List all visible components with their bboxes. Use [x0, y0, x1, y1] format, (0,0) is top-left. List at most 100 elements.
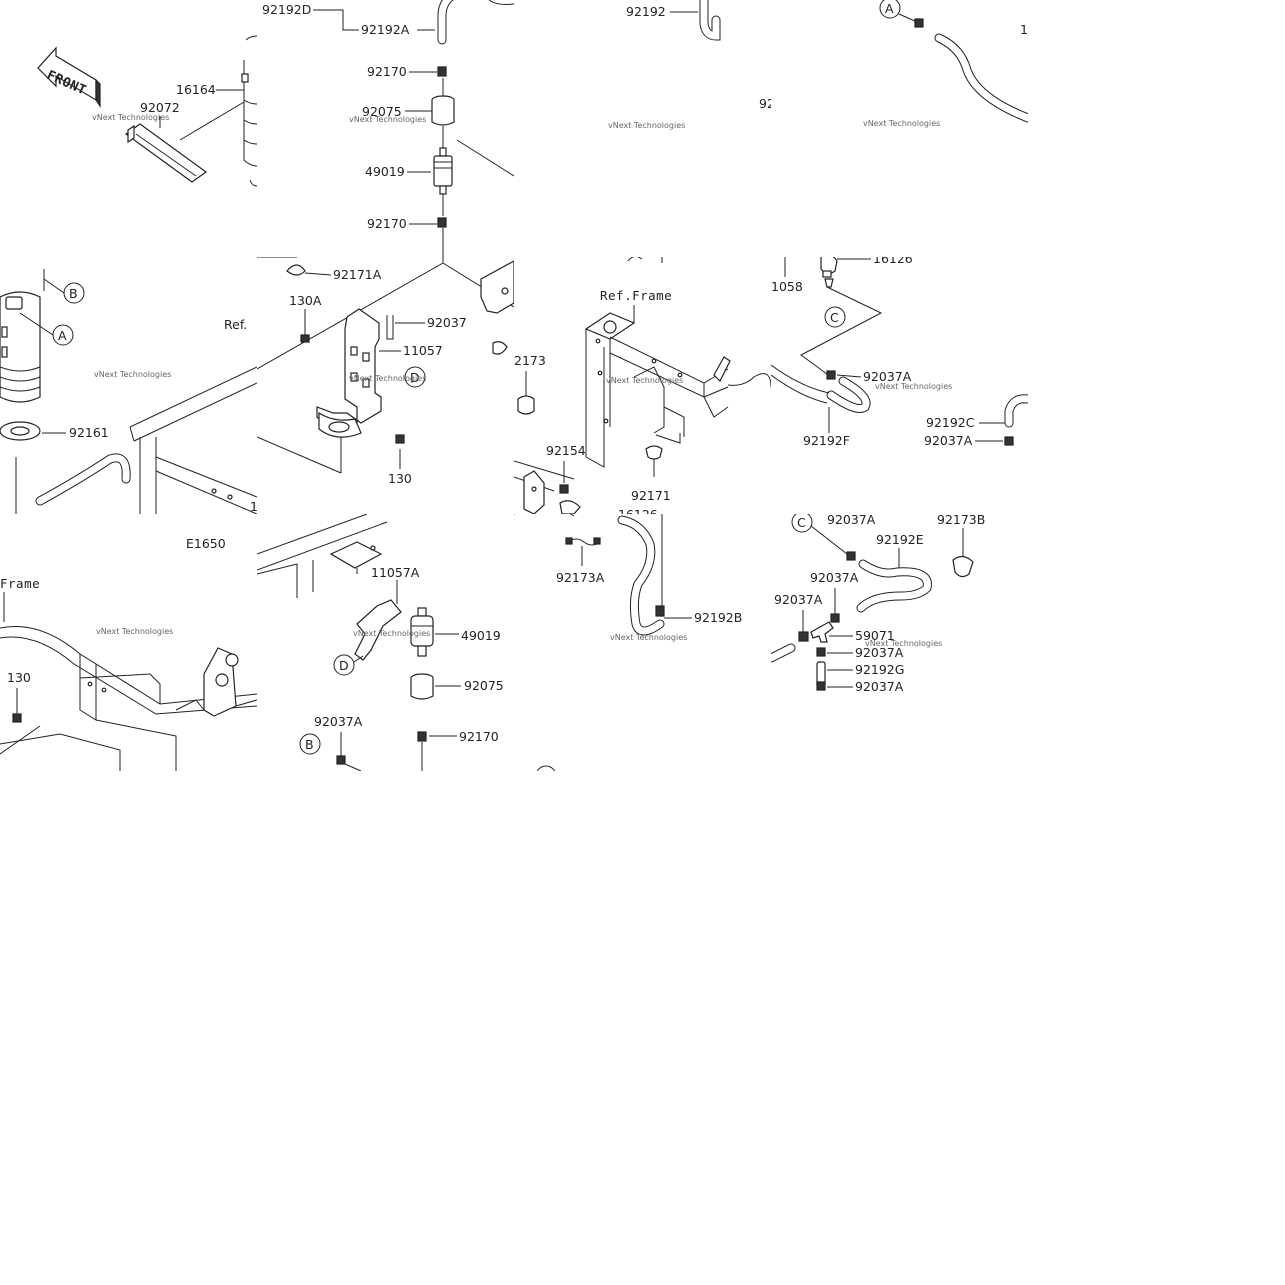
callout-11057A: 11057A: [371, 565, 420, 580]
tile-filter-stack-drawing: 92192D 92192A 92170 92075 49019: [262, 0, 514, 257]
callout-92173A: 92173A: [556, 570, 605, 585]
tile-hose-a: A 1 vNext Technologies: [771, 0, 1028, 257]
ref-frame-label: Ref.Frame: [600, 288, 672, 303]
callout-59071: 59071: [855, 628, 895, 643]
tile-frame-lower: E1650 Frame 130 vNext T: [0, 514, 257, 771]
bracket-right-side: [480, 260, 514, 355]
fuel-filter-49019-lower: [410, 607, 434, 657]
marker-b-tank: B: [63, 282, 85, 304]
watermark: vNext Technologies: [610, 633, 687, 642]
tile-hose-92192E: C 92037A 92192E 92173B 92037A 92037A 590…: [771, 514, 1028, 771]
watermark: vNext Technologies: [353, 629, 430, 638]
svg-text:D: D: [410, 370, 420, 385]
callout-1-fragment: 1: [1020, 22, 1028, 37]
clamp-92075-top: [431, 95, 455, 126]
tile-front-bracket-drawing: FRONT 16164 92072 vNext Technologies: [37, 35, 257, 187]
callout-92037A-e3: 92037A: [774, 592, 823, 607]
clip-92171A: [286, 264, 306, 276]
watermark: vNext Technologies: [349, 374, 426, 383]
callout-92-fragment: 92: [759, 96, 771, 111]
watermark: vNext Technologies: [96, 627, 173, 636]
callout-92171: 92171: [631, 488, 671, 503]
callout-92192A: 92192A: [361, 22, 410, 37]
callout-92192B: 92192B: [694, 610, 742, 625]
tile-hose-92192F-drawing: 92015 1058 16126 C 92037A 92192F: [771, 257, 1028, 448]
callout-130A: 130A: [289, 293, 322, 308]
callout-92192E: 92192E: [876, 532, 924, 547]
callout-92192G: 92192G: [855, 662, 904, 677]
callout-92170-lower: 92170: [459, 729, 499, 744]
marker-a-tank: A: [52, 324, 74, 346]
callout-49019-lower: 49019: [461, 628, 501, 643]
callout-92037: 92037: [427, 315, 467, 330]
tile-front-bracket: FRONT 16164 92072 vNext Technologies: [0, 0, 257, 257]
callout-92161: 92161: [69, 425, 109, 440]
callout-92037A-c: 92037A: [924, 433, 973, 448]
washer-92161: [0, 421, 41, 441]
callout-92192F: 92192F: [803, 433, 850, 448]
fuel-filter-49019-top: [433, 147, 453, 195]
tank-top-part: [241, 35, 257, 187]
tile-hose-92192E-drawing: C 92037A 92192E 92173B 92037A 92037A 590…: [771, 514, 985, 694]
callout-92173B: 92173B: [937, 514, 985, 527]
band-part-92072: [124, 123, 208, 183]
watermark: vNext Technologies: [92, 113, 169, 122]
callout-11057: 11057: [403, 343, 443, 358]
watermark: vNext Technologies: [608, 121, 685, 130]
callout-92154: 92154: [546, 443, 586, 458]
callout-92037A-fragment: 92037A: [568, 768, 617, 771]
svg-text:C: C: [797, 515, 806, 530]
watermark: vNext Technologies: [875, 382, 952, 391]
cock-16126: [820, 257, 838, 288]
clamp-92075-lower: [410, 673, 434, 700]
tie-92173A: [565, 537, 601, 546]
marker-c-upper: C: [824, 306, 846, 328]
watermark: vNext Technologies: [606, 376, 683, 385]
callout-49019-top: 49019: [365, 164, 405, 179]
callout-92075-lower: 92075: [464, 678, 504, 693]
watermark: vNext Technologies: [863, 119, 940, 128]
watermark: vNext Technologies: [349, 115, 426, 124]
front-arrow-icon: FRONT: [37, 46, 101, 108]
tile-hose-92192: 92192 92 vNext Technologies: [514, 0, 771, 257]
marker-d-upper: D: [404, 366, 426, 388]
marker-lower-fragment: [536, 765, 556, 771]
bracket-11057A: [354, 599, 402, 661]
callout-92037A-e4: 92037A: [855, 645, 904, 660]
callout-92170-top: 92170: [367, 64, 407, 79]
callout-92037A-lower: 92037A: [314, 714, 363, 729]
ref-label: Ref.: [224, 317, 247, 332]
callout-16126: 16126: [873, 257, 913, 266]
callout-92170-mid: 92170: [367, 216, 407, 231]
frame-assembly: [514, 312, 771, 492]
svg-text:A: A: [885, 1, 894, 16]
callout-92037A-f: 92037A: [863, 369, 912, 384]
callout-1058-fragment: 1058: [771, 279, 803, 294]
fuel-tank-part: [0, 291, 41, 403]
tile-hose-92192F: 92015 1058 16126 C 92037A 92192F: [771, 257, 1028, 514]
tile-hose-92192B-drawing: 92192B 92173A 92037A 92173B vNext Techno…: [514, 514, 742, 771]
tile-frame-lower-drawing: E1650 Frame 130 vNext T: [0, 536, 257, 771]
tile-hose-92192B: 92192B 92173A 92037A 92173B vNext Techno…: [514, 514, 771, 771]
tile-filter-lower-drawing: 11057A D 49019 92075: [257, 514, 504, 771]
callout-92173-fragment: 92173B: [680, 768, 728, 771]
tile-hose-92192-drawing: 92192 92 vNext Technologies: [608, 0, 771, 130]
svg-text:B: B: [305, 737, 314, 752]
marker-d-lower: D: [333, 654, 355, 676]
callout-92037A-e1: 92037A: [827, 514, 876, 527]
frame-tube: [0, 625, 257, 771]
marker-a-top: A: [879, 0, 901, 19]
marker-b-lower: B: [299, 733, 321, 755]
joint-59071: [810, 621, 834, 643]
watermark: vNext Technologies: [94, 370, 171, 379]
tile-hose-a-drawing: A 1 vNext Technologies: [863, 0, 1028, 128]
callout-92192-top: 92192: [626, 4, 666, 19]
callout-92075-top: 92075: [362, 104, 402, 119]
callout-130-lower: 130: [7, 670, 31, 685]
watermark: vNext Technologies: [865, 639, 942, 648]
diagram-code: E1650: [186, 536, 226, 551]
callout-92171A: 92171A: [333, 267, 382, 282]
tile-filter-stack: 92192D 92192A 92170 92075 49019: [257, 0, 514, 257]
marker-c-lower: C: [791, 514, 813, 533]
